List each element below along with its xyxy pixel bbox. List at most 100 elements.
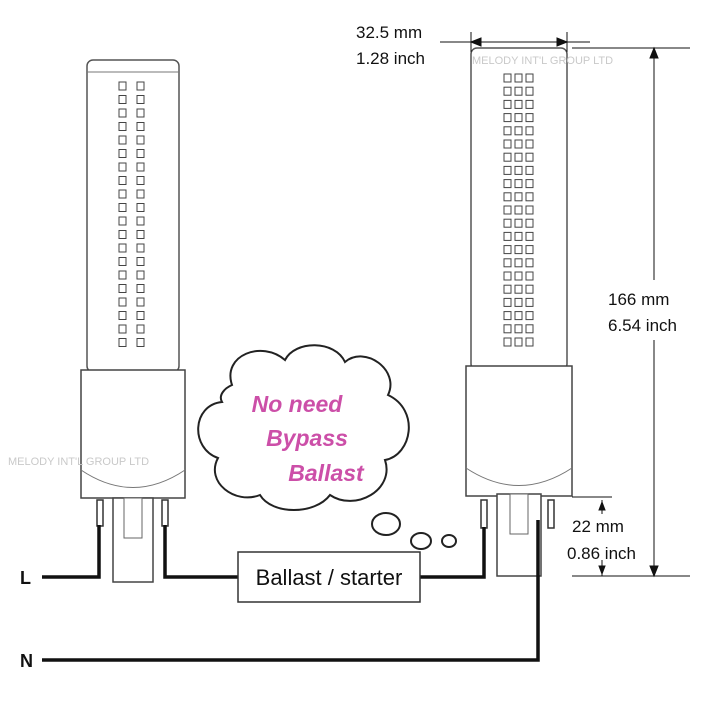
led-chip xyxy=(514,99,523,109)
led-chip xyxy=(118,203,127,212)
led-chip xyxy=(503,258,512,268)
led-chip xyxy=(136,81,145,91)
live-wire xyxy=(42,525,486,579)
led-chip xyxy=(525,284,534,294)
led-chip xyxy=(118,162,127,172)
led-chip xyxy=(136,216,145,226)
led-chip xyxy=(514,113,523,123)
led-chip xyxy=(525,245,534,255)
left-lamp-pin-right xyxy=(161,499,169,527)
led-chip xyxy=(525,86,534,96)
led-chip xyxy=(136,257,145,266)
left-led-grid xyxy=(118,81,145,347)
led-chip xyxy=(525,126,534,136)
right-lamp-pin-right xyxy=(547,499,555,529)
led-chip xyxy=(136,284,145,293)
led-chip xyxy=(136,203,145,212)
led-chip xyxy=(118,95,127,104)
height-inch-label: 6.54 inch xyxy=(608,316,677,335)
led-chip xyxy=(118,270,127,280)
led-chip xyxy=(514,271,523,281)
led-chip xyxy=(514,73,523,83)
led-chip xyxy=(118,216,127,226)
led-chip xyxy=(118,81,127,91)
led-chip xyxy=(525,73,534,83)
led-chip xyxy=(514,324,523,334)
led-chip xyxy=(525,271,534,281)
led-chip xyxy=(525,311,534,321)
led-chip xyxy=(118,297,127,307)
led-chip xyxy=(118,257,127,266)
cloud-line-1: No need xyxy=(252,391,344,417)
led-chip xyxy=(136,270,145,280)
led-chip xyxy=(503,165,512,175)
led-chip xyxy=(514,192,523,202)
led-chip xyxy=(525,205,534,215)
led-chip xyxy=(118,324,127,334)
led-chip xyxy=(525,231,534,241)
left-lamp xyxy=(80,59,186,583)
width-inch-label: 1.28 inch xyxy=(356,49,425,68)
led-chip xyxy=(525,297,534,307)
led-chip xyxy=(514,297,523,307)
led-chip xyxy=(514,86,523,96)
led-chip xyxy=(503,179,512,189)
led-chip xyxy=(136,122,145,131)
led-chip xyxy=(136,297,145,307)
led-chip xyxy=(514,337,523,347)
led-chip xyxy=(503,205,512,215)
right-lamp-pin-left xyxy=(480,499,488,529)
led-chip xyxy=(136,324,145,334)
led-chip xyxy=(503,245,512,255)
led-chip xyxy=(503,324,512,334)
led-chip xyxy=(118,122,127,131)
led-chip xyxy=(136,135,145,145)
led-chip xyxy=(514,165,523,175)
led-chip xyxy=(136,338,145,347)
led-chip xyxy=(118,108,127,118)
led-chip xyxy=(136,162,145,172)
led-chip xyxy=(503,139,512,149)
led-chip xyxy=(514,311,523,321)
neutral-label: N xyxy=(20,651,33,671)
ballast-box xyxy=(237,551,421,603)
watermark-top-right: MELODY INT'L GROUP LTD xyxy=(472,55,613,67)
width-dimension xyxy=(440,32,590,52)
led-chip xyxy=(514,179,523,189)
left-lamp-body xyxy=(86,59,180,373)
led-chip xyxy=(514,205,523,215)
watermark-left: MELODY INT'L GROUP LTD xyxy=(8,456,149,468)
led-chip xyxy=(136,311,145,320)
led-chip xyxy=(503,231,512,241)
right-led-grid xyxy=(503,73,534,347)
led-chip xyxy=(118,243,127,253)
height-dimension xyxy=(572,46,690,578)
led-chip xyxy=(503,192,512,202)
led-chip xyxy=(118,284,127,293)
pin-dimension xyxy=(572,496,612,576)
led-chip xyxy=(525,165,534,175)
right-lamp xyxy=(465,47,573,577)
led-chip xyxy=(525,218,534,228)
led-chip xyxy=(136,243,145,253)
led-chip xyxy=(503,86,512,96)
led-chip xyxy=(503,99,512,109)
led-chip xyxy=(503,297,512,307)
led-chip xyxy=(525,324,534,334)
led-chip xyxy=(503,311,512,321)
led-chip xyxy=(525,258,534,268)
led-chip xyxy=(503,126,512,136)
led-chip xyxy=(118,135,127,145)
led-chip xyxy=(525,337,534,347)
height-mm-label: 166 mm xyxy=(608,290,669,309)
led-chip xyxy=(514,258,523,268)
cloud-line-2: Bypass xyxy=(266,425,348,451)
led-chip xyxy=(136,149,145,158)
ballast-label: Ballast / starter xyxy=(256,565,403,590)
left-lamp-base xyxy=(80,369,186,499)
led-chip xyxy=(118,149,127,158)
left-lamp-pin-left xyxy=(96,499,104,527)
pin-inch-label: 0.86 inch xyxy=(567,544,636,563)
led-chip xyxy=(514,126,523,136)
